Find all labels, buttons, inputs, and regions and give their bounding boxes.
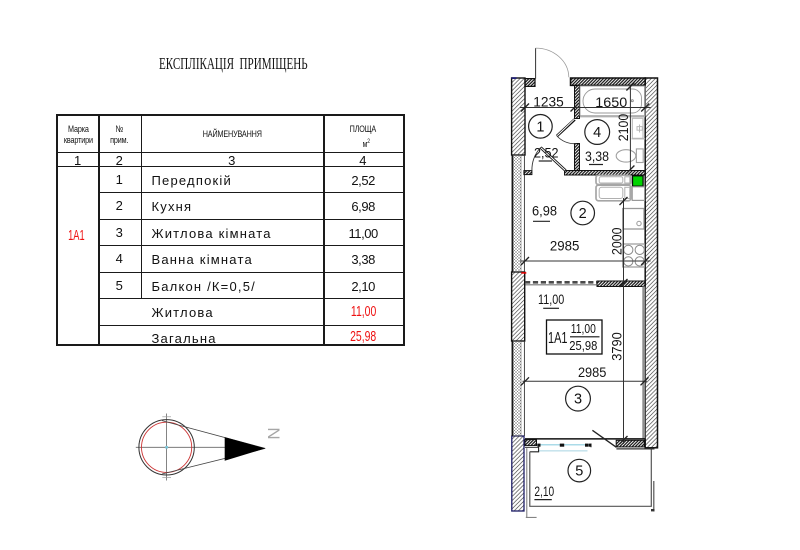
svg-text:4: 4 — [593, 125, 601, 141]
svg-text:1235: 1235 — [533, 93, 564, 109]
svg-text:3: 3 — [574, 392, 582, 408]
svg-text:5: 5 — [575, 464, 583, 480]
svg-text:2,52: 2,52 — [534, 144, 559, 160]
svg-text:2985: 2985 — [550, 238, 580, 254]
svg-text:25,98: 25,98 — [569, 338, 597, 353]
svg-text:2: 2 — [579, 206, 587, 222]
svg-text:1А1: 1А1 — [548, 330, 568, 347]
svg-text:2000: 2000 — [609, 227, 625, 255]
svg-text:2985: 2985 — [578, 364, 607, 380]
svg-text:3,38: 3,38 — [585, 148, 609, 164]
svg-text:N: N — [264, 427, 283, 439]
svg-text:11,00: 11,00 — [571, 321, 596, 336]
svg-text:1650: 1650 — [595, 94, 627, 110]
svg-text:3790: 3790 — [609, 332, 625, 361]
svg-text:2,10: 2,10 — [534, 483, 554, 499]
svg-text:2100: 2100 — [615, 114, 631, 142]
svg-text:6,98: 6,98 — [532, 202, 557, 218]
svg-text:1: 1 — [536, 119, 544, 135]
svg-text:11,00: 11,00 — [538, 291, 564, 307]
